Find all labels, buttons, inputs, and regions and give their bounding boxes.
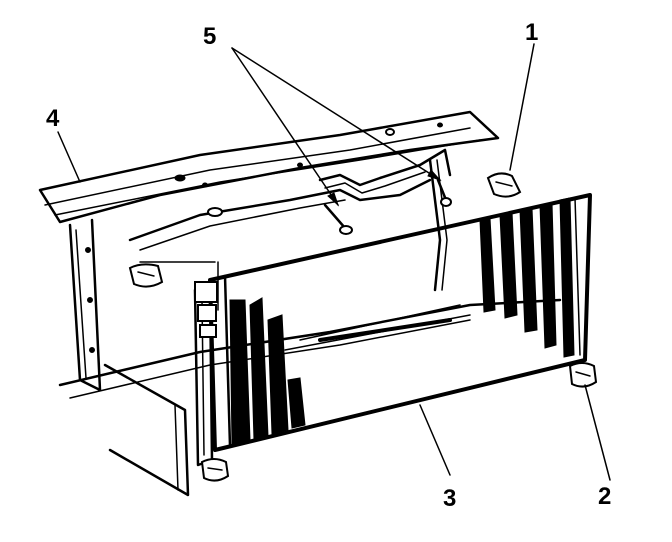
lower-insulator-left bbox=[200, 458, 230, 482]
leader-lines bbox=[57, 43, 611, 481]
lower-insulator bbox=[568, 362, 598, 388]
callout-3: 3 bbox=[443, 485, 456, 512]
radiator-support bbox=[38, 110, 562, 399]
bolt-right bbox=[436, 178, 452, 207]
condenser bbox=[193, 193, 592, 467]
callout-4: 4 bbox=[46, 105, 60, 132]
callout-2: 2 bbox=[598, 483, 611, 510]
bolt-left bbox=[323, 203, 353, 235]
lower-bracket bbox=[103, 261, 219, 497]
callout-1: 1 bbox=[525, 19, 538, 46]
upper-insulator bbox=[486, 172, 522, 198]
callout-5: 5 bbox=[203, 23, 216, 50]
upper-insulator-left bbox=[128, 263, 164, 288]
